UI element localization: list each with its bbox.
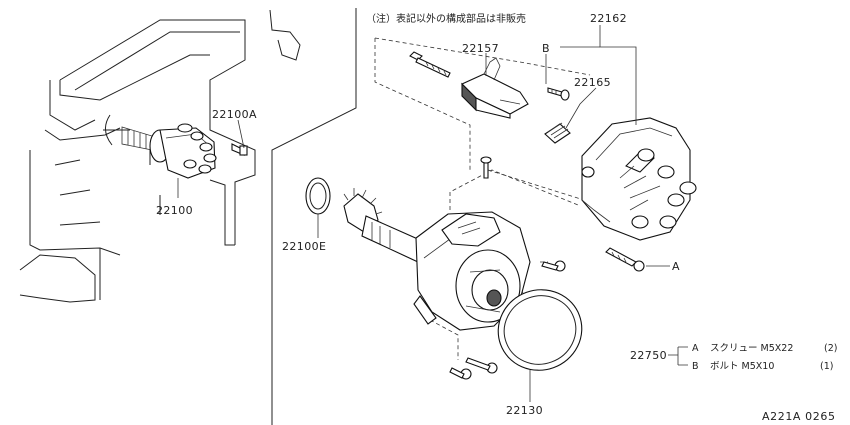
distributor-cap-22162 <box>581 117 697 241</box>
engine-block-outline <box>19 9 301 303</box>
marker-a-cap: A <box>672 260 680 273</box>
part-label-22162: 22162 <box>590 12 627 25</box>
screw-top-middle <box>480 156 492 179</box>
part-label-22750: 22750 <box>630 349 667 362</box>
screw-bottom-right <box>465 357 498 374</box>
leader-lines <box>177 25 688 402</box>
legend-b-qty: (1) <box>820 361 833 372</box>
legend-b-text: ボルト M5X10 <box>710 361 774 372</box>
bolt-a-cap <box>605 247 645 272</box>
part-label-22100a: 22100A <box>212 108 257 121</box>
legend-a-letter: A <box>692 343 699 354</box>
legend-a-qty: (2) <box>824 343 837 354</box>
distributor-body <box>343 188 531 331</box>
carbon-brush-22165 <box>544 122 571 144</box>
diagram-code: A221A 0265 <box>762 410 836 423</box>
part-label-22100: 22100 <box>156 204 193 217</box>
marker-b-top: B <box>542 42 550 55</box>
part-label-22130: 22130 <box>506 404 543 417</box>
o-ring-22130 <box>497 289 583 371</box>
note-text: （注）表記以外の構成部品は非販売 <box>366 12 526 25</box>
part-label-22100e: 22100E <box>282 240 326 253</box>
screw-b-small <box>547 87 570 101</box>
rotor-22157 <box>461 57 529 119</box>
part-label-22165: 22165 <box>574 76 611 89</box>
o-ring-22100e <box>305 177 331 215</box>
screw-right-small <box>541 260 566 272</box>
legend-b-letter: B <box>692 361 699 372</box>
part-label-22157: 22157 <box>462 42 499 55</box>
divider-lines <box>271 8 357 425</box>
screw-22157-left <box>409 51 451 78</box>
screw-bottom-left <box>449 367 472 380</box>
legend-a-text: スクリュー M5X22 <box>710 343 793 354</box>
distributor-assembly-small <box>121 123 248 179</box>
